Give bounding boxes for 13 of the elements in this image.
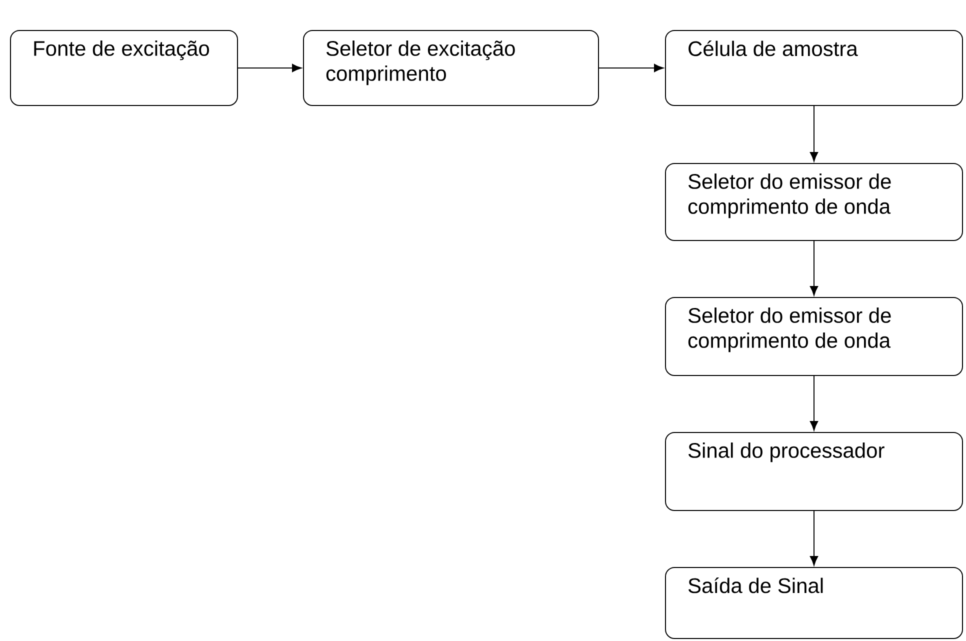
arrow: [810, 240, 818, 296]
process-box: Seletor do emissor de comprimento de onda: [665, 163, 963, 241]
process-box: Seletor do emissor de comprimento de onda: [665, 297, 963, 376]
arrow: [598, 64, 664, 72]
process-box: Fonte de excitação: [10, 30, 238, 106]
process-box: Célula de amostra: [665, 30, 963, 106]
process-box: Saída de Sinal: [665, 567, 963, 639]
arrow: [238, 64, 302, 72]
process-box: Seletor de excitação comprimento: [303, 30, 599, 106]
process-box: Sinal do processador: [665, 432, 963, 511]
arrow: [810, 106, 818, 162]
arrow: [810, 510, 818, 566]
arrow: [810, 376, 818, 431]
